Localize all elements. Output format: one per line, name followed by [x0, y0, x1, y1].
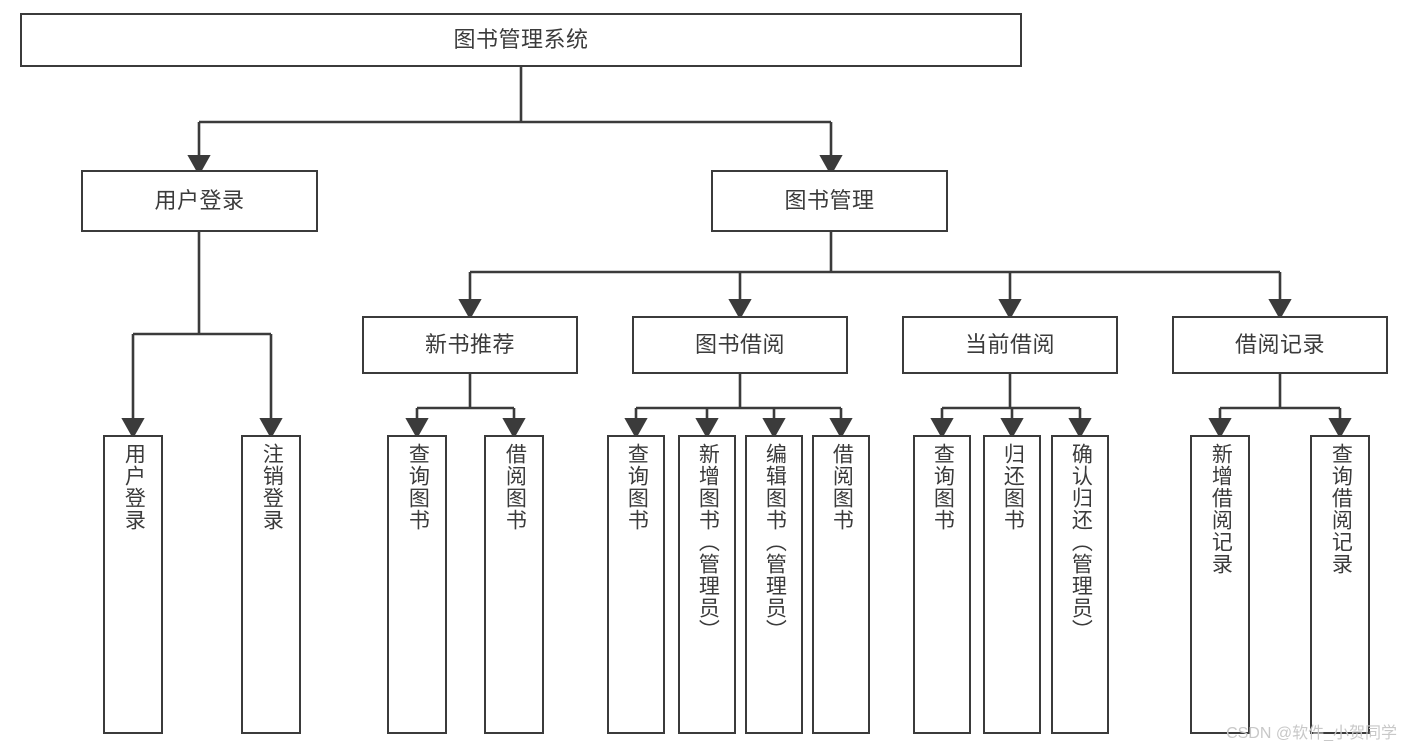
node-label: 新增图书（管理员） [696, 443, 720, 641]
node-label: 借阅记录 [1234, 332, 1325, 357]
node-leaf-borrow-book[interactable]: 借阅图书 [812, 435, 870, 734]
node-label: 借阅图书 [830, 443, 854, 531]
node-label: 查询图书 [931, 443, 955, 531]
node-leaf-confirm-return-admin[interactable]: 确认归还（管理员） [1051, 435, 1109, 734]
node-leaf-query-book-current[interactable]: 查询图书 [913, 435, 971, 734]
node-label: 编辑图书（管理员） [763, 443, 787, 641]
node-label: 查询图书 [406, 443, 430, 531]
node-level2-user-login[interactable]: 用户登录 [81, 170, 318, 232]
node-level3-borrow-record[interactable]: 借阅记录 [1172, 316, 1388, 374]
node-label: 当前借阅 [964, 332, 1055, 357]
node-label: 借阅图书 [503, 443, 527, 531]
node-label: 用户登录 [154, 188, 245, 213]
node-leaf-return-book[interactable]: 归还图书 [983, 435, 1041, 734]
node-label: 归还图书 [1001, 443, 1025, 531]
node-label: 查询图书 [625, 443, 649, 531]
node-leaf-user-login[interactable]: 用户登录 [103, 435, 163, 734]
watermark-text: CSDN @软件_小贺同学 [1226, 725, 1397, 742]
node-label: 查询借阅记录 [1329, 443, 1353, 575]
node-leaf-logout[interactable]: 注销登录 [241, 435, 301, 734]
node-leaf-query-book-borrow[interactable]: 查询图书 [607, 435, 665, 734]
node-level3-current-borrow[interactable]: 当前借阅 [902, 316, 1118, 374]
node-level3-book-borrow[interactable]: 图书借阅 [632, 316, 848, 374]
node-leaf-add-book-admin[interactable]: 新增图书（管理员） [678, 435, 736, 734]
node-level3-new-book-recommend[interactable]: 新书推荐 [362, 316, 578, 374]
node-label: 新增借阅记录 [1209, 443, 1233, 575]
node-label: 图书管理系统 [453, 27, 589, 52]
node-label: 新书推荐 [424, 332, 515, 357]
node-root[interactable]: 图书管理系统 [20, 13, 1022, 67]
node-leaf-edit-book-admin[interactable]: 编辑图书（管理员） [745, 435, 803, 734]
node-label: 注销登录 [260, 443, 284, 531]
node-leaf-query-borrow-record[interactable]: 查询借阅记录 [1310, 435, 1370, 734]
node-leaf-add-borrow-record[interactable]: 新增借阅记录 [1190, 435, 1250, 734]
node-label: 图书管理 [784, 188, 875, 213]
node-level2-book-management[interactable]: 图书管理 [711, 170, 948, 232]
node-label: 确认归还（管理员） [1069, 443, 1093, 641]
node-leaf-borrow-book-rec[interactable]: 借阅图书 [484, 435, 544, 734]
node-leaf-query-book-rec[interactable]: 查询图书 [387, 435, 447, 734]
node-label: 图书借阅 [694, 332, 785, 357]
node-label: 用户登录 [122, 443, 146, 531]
